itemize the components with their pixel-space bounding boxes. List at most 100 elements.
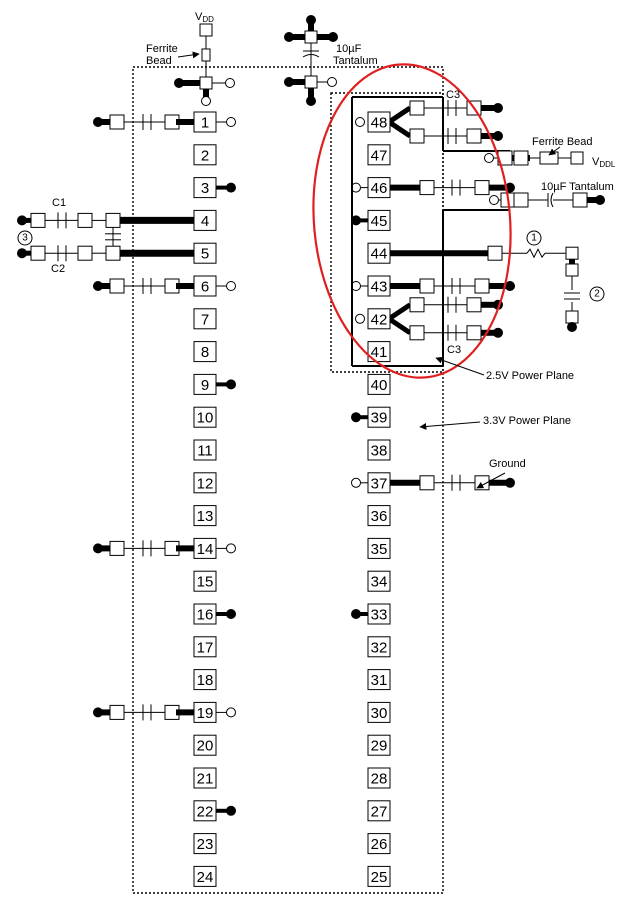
power-via [226, 117, 236, 127]
pin-number: 24 [197, 869, 214, 886]
pin-16: 16 [193, 603, 217, 625]
pin-box [367, 701, 391, 723]
pin-number: 45 [371, 213, 388, 230]
power-trace [387, 119, 412, 139]
arrow-3v3 [419, 421, 481, 430]
power-trace [387, 316, 412, 335]
ground-via [306, 96, 316, 106]
pin-number: 9 [201, 377, 209, 394]
ferrite-top-label-2: Bead [146, 55, 172, 67]
ground-via [328, 32, 338, 42]
cap-pad [109, 278, 125, 294]
pin-box [193, 800, 217, 822]
pin-box [193, 242, 217, 264]
pin-box [193, 373, 217, 395]
cap-pad [109, 704, 125, 720]
pin-box [367, 111, 391, 133]
power-via [355, 117, 365, 127]
pin-box [367, 570, 391, 592]
cap-pad [466, 325, 482, 341]
marker-1-circle [526, 230, 542, 246]
arrow-ferrite-right [548, 146, 561, 156]
pin-box [367, 177, 391, 199]
power-plane-2v5-outline [330, 92, 444, 373]
capacitor-plate [302, 54, 320, 58]
pin-box [193, 603, 217, 625]
pin-number: 47 [371, 147, 388, 164]
ferrite-bead [201, 48, 211, 62]
pin-box [193, 669, 217, 691]
pin-box [367, 800, 391, 822]
pin-48: 48 [367, 111, 391, 133]
ground-via [493, 327, 503, 338]
plane-2v5-label: 2.5V Power Plane [486, 370, 574, 382]
power-via [327, 77, 337, 87]
pad [487, 245, 503, 261]
pin-17: 17 [193, 636, 217, 658]
ferrite-bead [539, 151, 559, 165]
pin-18: 18 [193, 669, 217, 691]
pin-box [193, 833, 217, 855]
pin-4: 4 [193, 209, 217, 231]
c3-top-label: C3 [446, 89, 460, 101]
pad [513, 150, 529, 166]
pad [565, 246, 579, 260]
pin-box [367, 734, 391, 756]
pin-30: 30 [367, 701, 391, 723]
marker-2-text: 2 [594, 289, 600, 300]
ground-label: Ground [489, 458, 526, 470]
power-via [484, 153, 494, 163]
pin-1: 1 [193, 111, 217, 133]
tantalum-right-label: 10µF Tantalum [541, 181, 614, 193]
pin-23: 23 [193, 833, 217, 855]
pin-number: 28 [371, 771, 388, 788]
pin-32: 32 [367, 636, 391, 658]
pin-box [193, 537, 217, 559]
pin-box [193, 275, 217, 297]
tantalum-top-label-2: Tantalum [333, 55, 378, 67]
ferrite-right-label: Ferrite Bead [532, 136, 593, 148]
pad [513, 192, 529, 208]
cap-pad [409, 128, 425, 144]
pin-number: 8 [201, 344, 209, 361]
pin-box [193, 144, 217, 166]
pin-number: 23 [197, 836, 214, 853]
pin-2: 2 [193, 144, 217, 166]
ground-via [505, 281, 515, 291]
pin-number: 3 [201, 180, 209, 197]
pin-box [193, 341, 217, 363]
power-via [226, 543, 236, 554]
power-via [201, 96, 211, 106]
cap-pad [30, 212, 46, 228]
pin-box [367, 209, 391, 231]
highlight-ellipse [312, 63, 512, 379]
ground-via [226, 182, 236, 193]
arrow-2v5 [435, 356, 485, 376]
pin-box [367, 341, 391, 363]
arrow-ferrite-top [177, 51, 200, 59]
pin-number: 48 [371, 115, 388, 132]
cap-pad [419, 180, 435, 196]
power-via [225, 78, 235, 88]
pin-box [367, 144, 391, 166]
pin-box [367, 537, 391, 559]
pin-13: 13 [193, 505, 217, 527]
pin-number: 17 [197, 639, 214, 656]
pin-number: 27 [371, 803, 388, 820]
pin-number: 37 [371, 475, 388, 492]
pin-box [193, 734, 217, 756]
pin-43: 43 [367, 275, 391, 297]
resistor [526, 248, 546, 259]
cap-pad [77, 245, 93, 261]
power-via [226, 281, 236, 291]
vdd-label: VDD [195, 11, 214, 24]
power-via [489, 195, 499, 205]
pin-box [367, 669, 391, 691]
ferrite-top-label-1: Ferrite [146, 43, 178, 55]
pin-33: 33 [367, 603, 391, 625]
pin-box [193, 209, 217, 231]
pin-box [193, 505, 217, 527]
pin-number: 7 [201, 311, 209, 328]
pin-number: 10 [197, 410, 214, 427]
pin-number: 11 [197, 443, 213, 460]
